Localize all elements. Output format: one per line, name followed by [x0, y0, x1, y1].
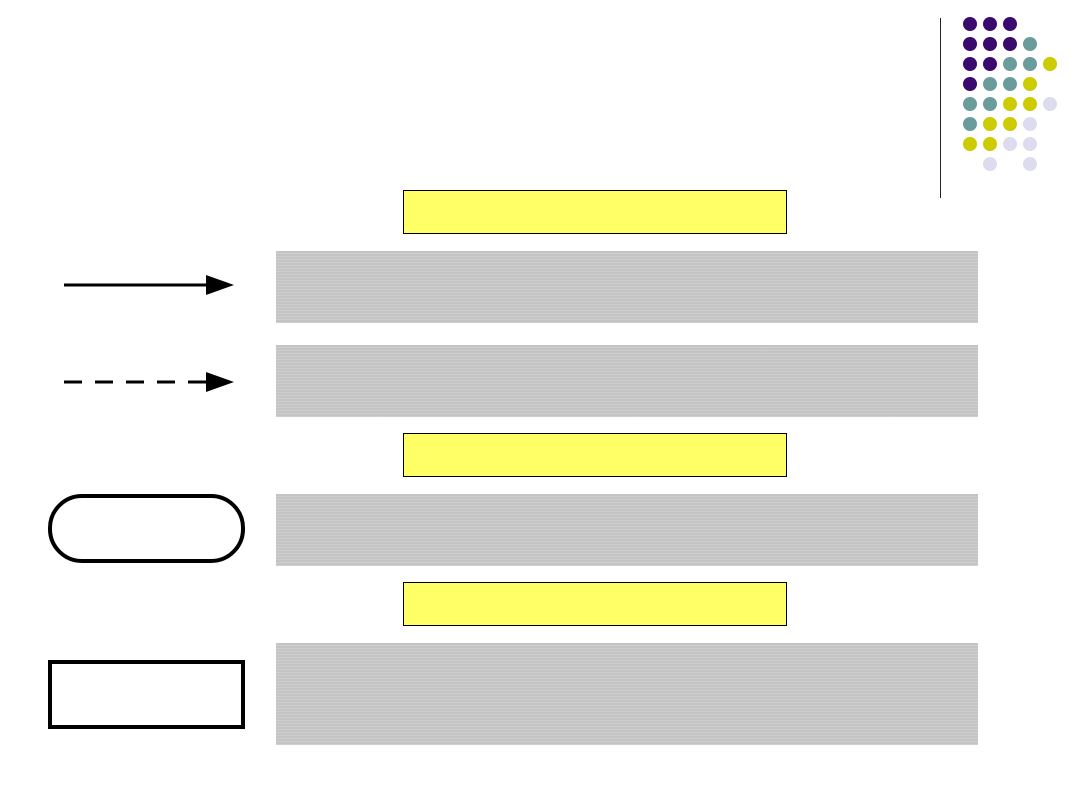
- decorative-dot: [963, 137, 977, 151]
- rectangle-label-wrap: [48, 660, 246, 730]
- heading-box-1: [403, 190, 787, 234]
- decorative-dot: [963, 57, 977, 71]
- decorative-dot: [983, 17, 997, 31]
- decorative-dot: [983, 37, 997, 51]
- solid-arrow-description-box: [276, 251, 978, 323]
- decorative-dot: [983, 137, 997, 151]
- heading-box-2: [403, 433, 787, 477]
- decorative-dot: [983, 77, 997, 91]
- decorative-dot: [1023, 37, 1037, 51]
- decorative-dot: [983, 97, 997, 111]
- rounded-rectangle-symbol: [48, 494, 246, 564]
- decorative-dot: [1003, 117, 1017, 131]
- decorative-dot: [1003, 17, 1017, 31]
- decorative-dot: [983, 117, 997, 131]
- solid-arrow-symbol: [60, 272, 240, 298]
- decorative-dot: [1023, 137, 1037, 151]
- decorative-dot: [963, 97, 977, 111]
- decorative-dot: [1023, 57, 1037, 71]
- decorative-dot: [1003, 137, 1017, 151]
- decorative-dot: [983, 157, 997, 171]
- rounded-rectangle-icon: [48, 494, 245, 563]
- dashed-arrow-icon: [64, 372, 234, 392]
- decorative-dot: [963, 17, 977, 31]
- decorative-dot: [963, 117, 977, 131]
- rectangle-description-box: [276, 643, 978, 745]
- rounded-rectangle-description-box: [276, 494, 978, 566]
- decorative-divider-line: [940, 18, 941, 198]
- decorative-dot: [1003, 77, 1017, 91]
- decorative-dot: [1023, 77, 1037, 91]
- rounded-rectangle-label-wrap: [48, 494, 246, 564]
- decorative-dot: [1003, 97, 1017, 111]
- solid-arrow-icon: [64, 275, 234, 295]
- decorative-dot: [1023, 97, 1037, 111]
- dashed-arrow-description-box: [276, 345, 978, 417]
- decorative-dot: [1003, 37, 1017, 51]
- decorative-dot: [1043, 97, 1057, 111]
- decorative-dot: [1023, 157, 1037, 171]
- decorative-dot-grid: [955, 12, 1065, 177]
- decorative-dot: [983, 57, 997, 71]
- heading-box-3: [403, 582, 787, 626]
- decorative-dot: [1023, 117, 1037, 131]
- decorative-dot: [1043, 57, 1057, 71]
- decorative-dot: [963, 37, 977, 51]
- rectangle-icon: [48, 660, 245, 729]
- rectangle-symbol: [48, 660, 246, 730]
- dashed-arrow-symbol: [60, 369, 240, 395]
- decorative-dot: [963, 77, 977, 91]
- decorative-dot: [1003, 57, 1017, 71]
